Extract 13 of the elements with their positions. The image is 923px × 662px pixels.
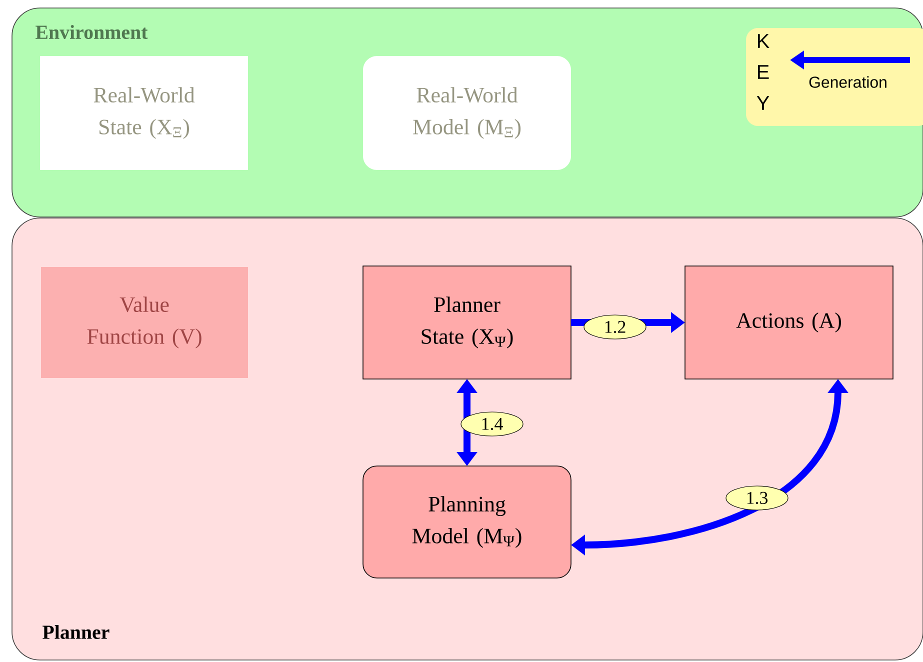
key-letter: K: [758, 34, 770, 48]
faded-box: Real-World Model (M$_{Ξ}$): [363, 56, 571, 170]
faded-box: Value Function (V): [41, 267, 248, 378]
process-box: Actions (A): [684, 266, 894, 380]
faded-box: Real-World State (X$_{Ξ}$): [40, 56, 248, 170]
process-box: Planning Model (M$_{Ψ}$): [362, 466, 572, 578]
key-letter: Y: [756, 96, 770, 110]
edge-label: 1.2: [584, 314, 646, 340]
edge-label: 1.4: [460, 412, 524, 436]
key-letter: E: [758, 65, 769, 79]
process-box: Planner State (X$_{Ψ}$): [362, 266, 572, 380]
legend-label: Generation: [809, 76, 886, 88]
edge-label: 1.3: [726, 486, 788, 510]
